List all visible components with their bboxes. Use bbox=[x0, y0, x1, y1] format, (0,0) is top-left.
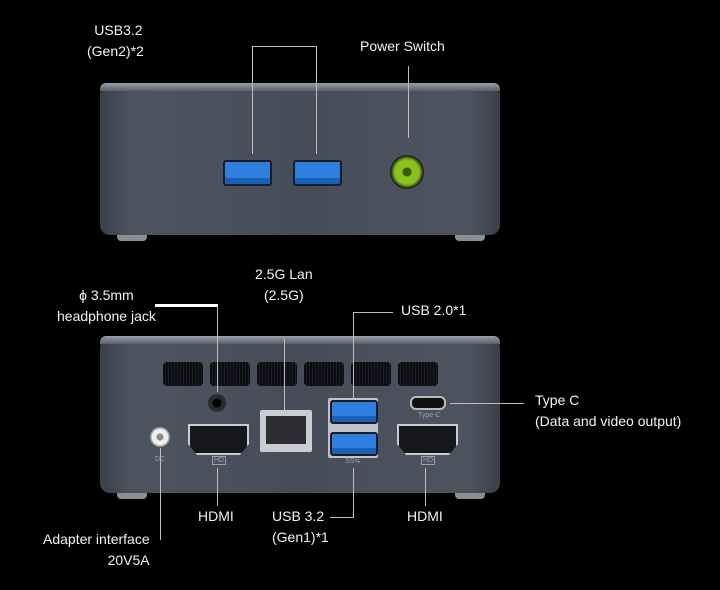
usb20-port bbox=[330, 400, 378, 424]
typec-port bbox=[410, 396, 446, 410]
hdmi-left-label: HDMI bbox=[198, 508, 234, 524]
label-line: (Gen1)*1 bbox=[272, 529, 329, 545]
adapter-label: Adapter interface 20V5A bbox=[43, 529, 150, 571]
usb32-gen2-label: USB3.2 (Gen2)*2 bbox=[87, 20, 144, 62]
label-line: ϕ 3.5mm bbox=[79, 287, 134, 303]
vent bbox=[398, 362, 438, 386]
label-line: (Gen2)*2 bbox=[87, 43, 144, 59]
label-line: headphone jack bbox=[57, 308, 156, 324]
hdmi-right-label: HDMI bbox=[407, 508, 443, 524]
power-button bbox=[390, 155, 424, 189]
label-line: 20V5A bbox=[107, 552, 150, 568]
vent bbox=[210, 362, 250, 386]
hdmi-port-right bbox=[397, 424, 458, 455]
vent bbox=[163, 362, 203, 386]
label-line: (2.5G) bbox=[263, 287, 304, 303]
hd-mark-right: HD bbox=[421, 456, 436, 465]
vent bbox=[351, 362, 391, 386]
label-line: USB 3.2 bbox=[272, 508, 325, 524]
usb32-gen1-label: USB 3.2 (Gen1)*1 bbox=[272, 506, 329, 548]
label-line: Type C bbox=[535, 392, 580, 408]
typec-mark: Type-C bbox=[418, 412, 441, 419]
headphone-jack bbox=[208, 394, 226, 412]
usb32-gen2-port-2 bbox=[293, 160, 342, 186]
ss-mark: SS⇆ bbox=[345, 458, 361, 465]
label-line: (Data and video output) bbox=[535, 413, 682, 429]
typec-label: Type C (Data and video output) bbox=[535, 390, 681, 432]
vent bbox=[257, 362, 297, 386]
hd-mark-left: HD bbox=[212, 456, 227, 465]
lan-label: 2.5G Lan (2.5G) bbox=[255, 264, 313, 306]
vent bbox=[304, 362, 344, 386]
label-line: Adapter interface bbox=[43, 531, 150, 547]
headphone-label: ϕ 3.5mm headphone jack bbox=[57, 285, 156, 327]
dc-port bbox=[150, 427, 170, 447]
usb20-label: USB 2.0*1 bbox=[401, 302, 467, 318]
label-line: 2.5G Lan bbox=[255, 266, 313, 282]
hdmi-port-left bbox=[188, 424, 249, 455]
power-switch-label: Power Switch bbox=[360, 38, 445, 54]
usb32-gen2-port-1 bbox=[223, 160, 272, 186]
ethernet-port bbox=[260, 410, 312, 452]
usb32-gen1-port bbox=[330, 432, 378, 456]
label-line: USB3.2 bbox=[94, 22, 143, 38]
